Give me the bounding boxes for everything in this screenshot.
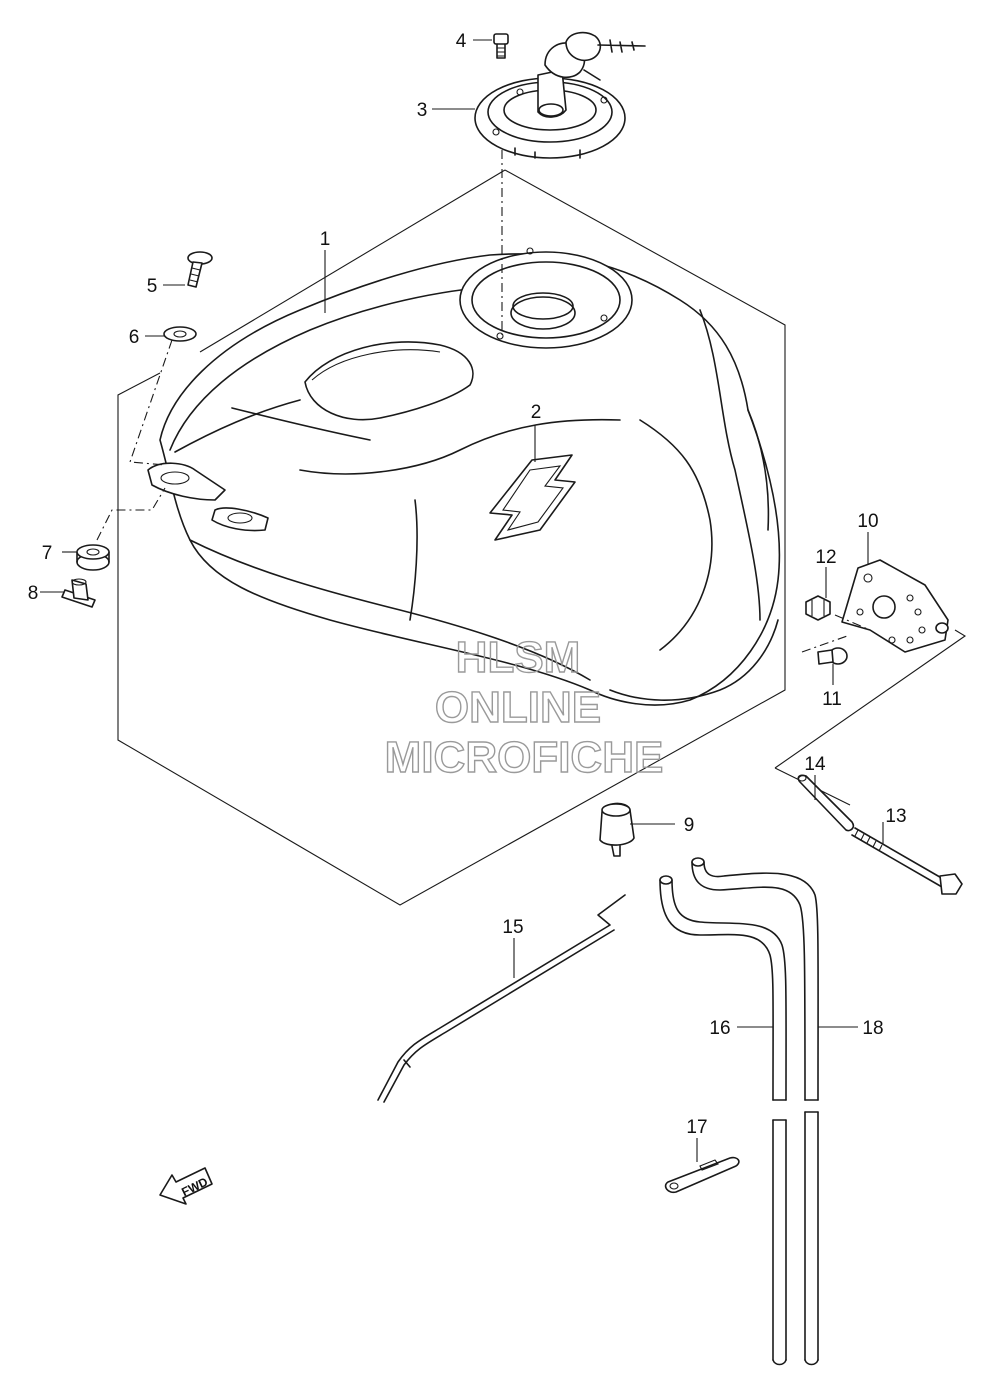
fuel-tank[interactable] [147, 247, 781, 706]
callout-18: 18 [862, 1018, 883, 1039]
reference-lines [96, 150, 871, 653]
nut-12[interactable] [805, 595, 831, 621]
watermark-line-2: ONLINE [435, 683, 601, 732]
watermark: HLSM ONLINE MICROFICHE [384, 632, 664, 782]
callout-2: 2 [531, 402, 542, 423]
callout-17: 17 [686, 1117, 707, 1138]
suzuki-emblem[interactable] [489, 454, 576, 541]
hose-18[interactable] [691, 857, 819, 1366]
bolt-11[interactable] [817, 647, 848, 665]
spacer-14[interactable] [797, 774, 855, 832]
callout-10: 10 [857, 511, 878, 532]
mount-bolt-5[interactable] [187, 251, 213, 288]
callout-7: 7 [42, 543, 53, 564]
callout-1: 1 [320, 229, 331, 250]
hose-16[interactable] [659, 875, 787, 1366]
fuel-cap[interactable] [474, 31, 646, 159]
assembly-frame [117, 169, 967, 906]
callout-6: 6 [129, 327, 140, 348]
callout-labels: 1 2 3 4 5 6 7 8 9 10 11 12 13 14 15 16 1… [28, 31, 907, 1138]
callout-8: 8 [28, 583, 39, 604]
callout-16: 16 [709, 1018, 730, 1039]
cushion-7[interactable] [76, 544, 110, 571]
callout-9: 9 [684, 815, 695, 836]
watermark-line-3: MICROFICHE [385, 733, 664, 782]
long-bolt-13[interactable] [851, 827, 963, 895]
callout-13: 13 [885, 806, 906, 827]
rubber-cap-9[interactable] [599, 802, 635, 857]
callout-14: 14 [804, 754, 826, 775]
watermark-line-1: HLSM [456, 633, 581, 682]
rod-15[interactable] [377, 894, 626, 1103]
cap-bolt[interactable] [493, 33, 509, 59]
callout-12: 12 [815, 547, 836, 568]
bracket-10[interactable] [841, 559, 949, 653]
callout-3: 3 [417, 100, 428, 121]
callout-11: 11 [822, 689, 842, 710]
clamp-17[interactable] [664, 1156, 740, 1194]
callout-15: 15 [502, 917, 523, 938]
forward-direction-arrow: FWD [159, 1167, 213, 1205]
leader-lines [40, 39, 884, 1162]
collar-8[interactable] [61, 578, 96, 608]
callout-5: 5 [147, 276, 158, 297]
callout-4: 4 [456, 31, 467, 52]
washer-6[interactable] [163, 326, 197, 342]
